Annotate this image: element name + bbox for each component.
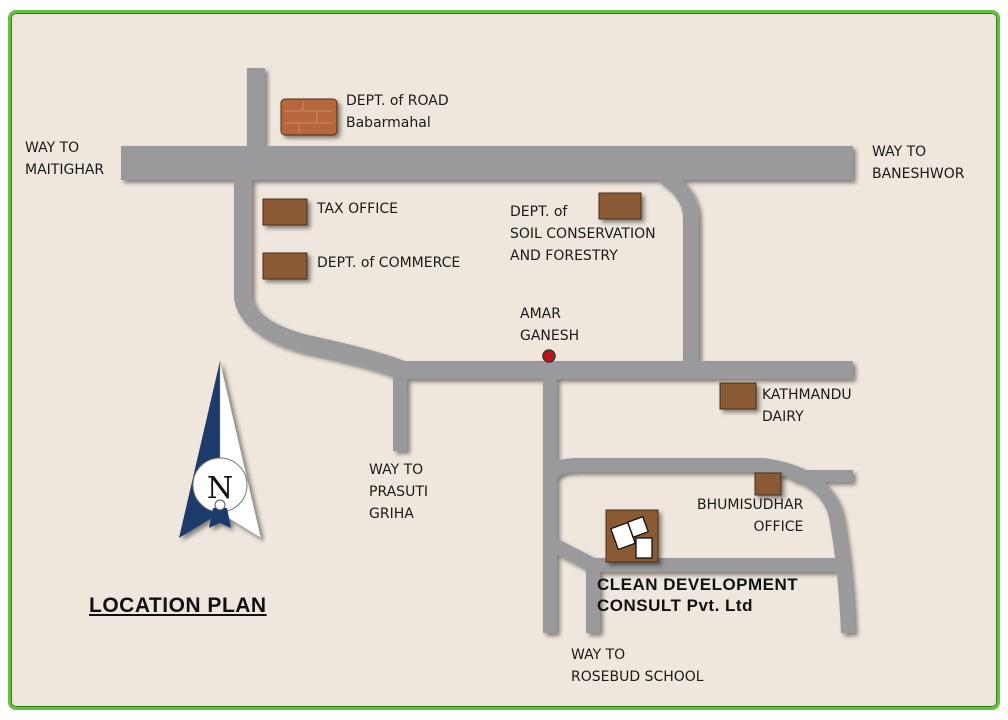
dairy-building-icon bbox=[719, 382, 757, 410]
company-house-icon bbox=[609, 515, 653, 559]
dept-road-building-icon bbox=[280, 98, 338, 136]
soil-building-icon bbox=[598, 192, 642, 220]
road-network: N bbox=[121, 68, 855, 634]
map-title: LOCATION PLAN bbox=[89, 594, 267, 617]
tax-office-building-icon bbox=[262, 198, 308, 226]
amar-ganesh-marker bbox=[542, 349, 556, 363]
commerce-building-icon bbox=[262, 252, 308, 280]
road-west-curve bbox=[234, 173, 407, 379]
bhumisudhar-building-icon bbox=[754, 472, 782, 496]
commerce-label: DEPT. of COMMERCE bbox=[317, 255, 461, 271]
road-lower bbox=[546, 536, 838, 572]
road-loop bbox=[543, 458, 855, 634]
tax-office-label: TAX OFFICE bbox=[317, 201, 398, 217]
location-map: N bbox=[8, 10, 1000, 710]
compass-letter: N bbox=[207, 471, 233, 506]
road-soil bbox=[658, 168, 699, 363]
north-arrow-icon bbox=[179, 360, 262, 539]
